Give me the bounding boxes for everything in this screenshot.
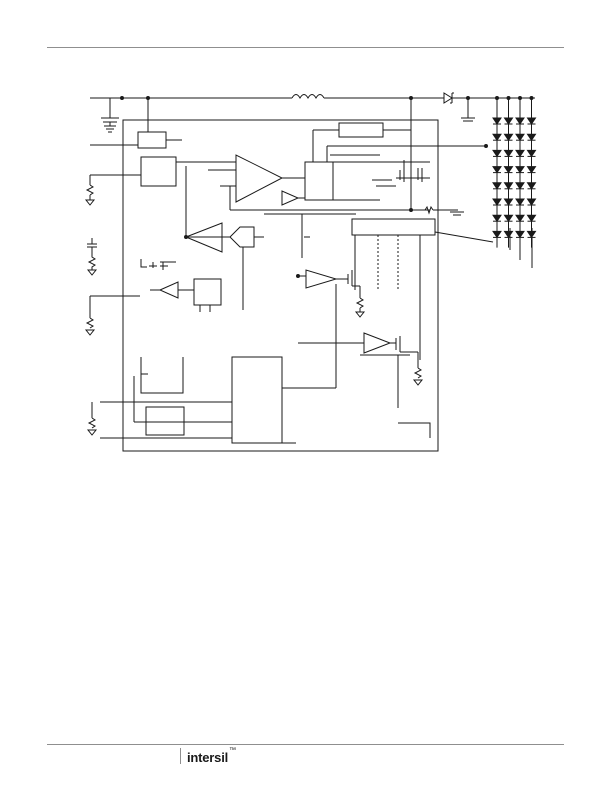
led-diode bbox=[492, 117, 502, 125]
current-source-bank bbox=[351, 218, 436, 236]
inductor bbox=[291, 94, 325, 100]
gate-driver-block bbox=[338, 122, 384, 138]
led-diode bbox=[515, 214, 525, 223]
control-logic-block bbox=[231, 356, 283, 444]
dimming-buffer bbox=[158, 281, 179, 299]
led-diode bbox=[503, 198, 514, 206]
led-diode bbox=[526, 198, 537, 206]
led-string-node bbox=[506, 96, 511, 100]
vin-node bbox=[120, 96, 124, 100]
led-diode bbox=[492, 149, 502, 158]
led-diode bbox=[492, 230, 502, 239]
dimming-switch bbox=[140, 259, 168, 270]
ground-triangle bbox=[84, 199, 96, 206]
led-diode bbox=[492, 214, 502, 223]
led-string-node bbox=[529, 96, 534, 100]
led-diode bbox=[503, 214, 514, 223]
logo-trademark: ™ bbox=[229, 747, 237, 754]
footer-rule bbox=[47, 744, 564, 745]
power-mosfet bbox=[372, 160, 430, 187]
header-rule bbox=[47, 47, 564, 48]
led-diode bbox=[515, 182, 525, 190]
led-string-node bbox=[518, 96, 522, 100]
oscillator-block bbox=[140, 156, 177, 187]
led-diode bbox=[526, 182, 537, 190]
enable-switch bbox=[137, 131, 167, 149]
led-diode bbox=[492, 182, 502, 190]
footer-divider bbox=[180, 748, 181, 764]
led-diode bbox=[503, 133, 514, 142]
logo-text: intersil bbox=[187, 750, 229, 765]
led-diode bbox=[515, 198, 525, 206]
dimming-control-block bbox=[193, 278, 222, 306]
led-diode bbox=[515, 133, 525, 142]
led-diode bbox=[515, 149, 525, 158]
schottky-diode bbox=[443, 92, 453, 104]
led-diode bbox=[492, 166, 502, 174]
led-diode bbox=[503, 230, 514, 239]
current-sink-amplifier-2 bbox=[363, 332, 392, 354]
led-diode bbox=[515, 117, 525, 125]
led-diode bbox=[503, 149, 514, 158]
sense-resistor bbox=[424, 205, 434, 215]
pwm-comparator bbox=[235, 154, 284, 203]
led-diode bbox=[492, 198, 502, 206]
led-diode bbox=[526, 214, 537, 223]
dim-resistor bbox=[85, 317, 94, 329]
ic-package-outline bbox=[122, 119, 439, 452]
rset-resistor bbox=[85, 184, 94, 196]
led-array bbox=[492, 96, 537, 248]
pwm-logic-block bbox=[304, 161, 334, 201]
led-diode bbox=[526, 166, 537, 174]
led-diode bbox=[503, 117, 514, 125]
led-diode bbox=[503, 182, 514, 190]
max-selector bbox=[229, 226, 255, 248]
led-diode bbox=[492, 133, 502, 142]
led-diode bbox=[526, 133, 537, 142]
current-sense-amplifier bbox=[281, 190, 300, 206]
led-diode bbox=[526, 149, 537, 158]
current-sink-amplifier-1 bbox=[305, 269, 338, 289]
led-diode bbox=[503, 166, 514, 174]
led-diode bbox=[515, 166, 525, 174]
intersil-logo: intersil™ bbox=[187, 747, 237, 765]
led-string-node bbox=[495, 96, 499, 100]
led-diode bbox=[526, 117, 537, 125]
fault-output bbox=[398, 422, 431, 438]
interface-block-2 bbox=[145, 406, 185, 436]
error-amplifier bbox=[185, 222, 223, 238]
interface-block-1 bbox=[140, 357, 184, 394]
